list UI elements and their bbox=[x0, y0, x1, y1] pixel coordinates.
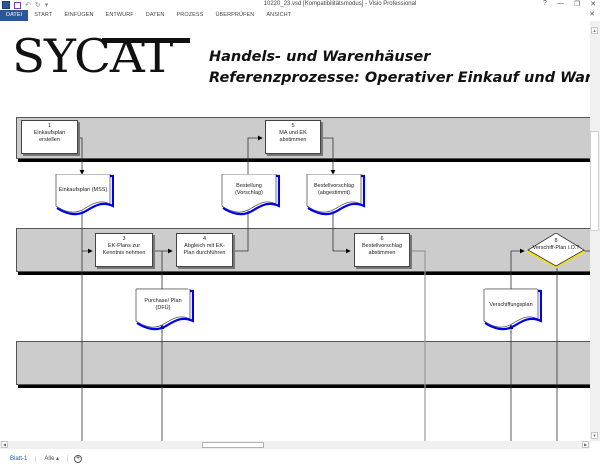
decision-number: 8 bbox=[554, 238, 558, 244]
connector-bestellvorschlag-to-6 bbox=[332, 211, 351, 254]
process-label: Kenntnis nehmen bbox=[102, 250, 146, 256]
decision-8[interactable]: 8 Verschiff-Plan i.O.? bbox=[524, 233, 588, 269]
process-label: EK-Plans zur bbox=[107, 243, 141, 249]
tab-start[interactable]: START bbox=[34, 12, 53, 18]
close-button[interactable]: ✕ bbox=[590, 1, 596, 8]
process-3[interactable]: 3 EK-Plans zur Kenntnis nehmen bbox=[95, 233, 153, 267]
document-label: (abgestimmt) bbox=[317, 190, 351, 196]
vertical-scrollbar[interactable]: ▲ ▼ bbox=[590, 21, 600, 441]
ribbon-tabs: DATEI START EINFÜGEN ENTWURF DATEN PROZE… bbox=[0, 10, 600, 21]
scroll-down-icon[interactable]: ▼ bbox=[591, 432, 598, 439]
document-bestellung[interactable]: Bestellung (Vorschlag) bbox=[220, 174, 280, 216]
process-4[interactable]: 4 Abgleich mit EK- Plan durchführen bbox=[176, 233, 233, 267]
document-label: (DFÜ) bbox=[155, 305, 171, 311]
document-purchase-plan[interactable]: Purchase/ Plan (DFÜ) bbox=[134, 289, 194, 331]
document-label: Purchase/ Plan bbox=[144, 298, 182, 304]
decision-diamond-icon bbox=[526, 233, 586, 268]
document-shape-icon bbox=[55, 174, 114, 216]
title-bar: ↶ ↻ ▾ 10220_23.vsd [Kompatibilitätsmodus… bbox=[0, 0, 600, 10]
process-5[interactable]: 5 MA und EK abstimmen bbox=[265, 120, 321, 154]
tab-prozess[interactable]: PROZESS bbox=[176, 12, 204, 18]
all-sheets-menu[interactable]: Alle ▴ bbox=[36, 455, 69, 462]
process-1[interactable]: 1 Einkaufsplan erstellen bbox=[21, 120, 78, 154]
document-label: Bestellung bbox=[236, 183, 262, 189]
save-icon[interactable] bbox=[14, 1, 21, 9]
document-verschiffungsplan[interactable]: Verschiffungsplan bbox=[482, 289, 542, 331]
sheet-tab-bar: Blatt-1 Alle ▴ + bbox=[0, 449, 600, 468]
tab-datei[interactable]: DATEI bbox=[0, 10, 29, 21]
process-label: abstimmen bbox=[368, 250, 396, 256]
restore-button[interactable]: ❐ bbox=[573, 1, 581, 8]
decision-label: Verschiff-Plan i.O.? bbox=[532, 245, 580, 251]
close-document-button[interactable]: ✕ bbox=[589, 11, 595, 18]
customize-toolbar-icon[interactable]: ▾ bbox=[44, 2, 49, 9]
connector-6-out bbox=[408, 250, 426, 441]
connector-1-to-einkaufsplan bbox=[78, 137, 85, 175]
process-number: 4 bbox=[202, 236, 207, 242]
process-label: MA und EK bbox=[279, 130, 307, 136]
tab-entwurf[interactable]: ENTWURF bbox=[105, 12, 134, 18]
connector-bestellung-to-5 bbox=[247, 135, 263, 177]
minimize-button[interactable]: — bbox=[556, 0, 564, 7]
scroll-up-icon[interactable]: ▲ bbox=[591, 27, 598, 34]
connector-verschiffung-to-8 bbox=[510, 248, 525, 306]
diagram-title-line1: Handels- und Warenhäuser bbox=[209, 49, 431, 65]
connector-lines bbox=[78, 135, 590, 441]
scroll-right-icon[interactable]: ▶ bbox=[582, 441, 589, 448]
vertical-scroll-thumb[interactable] bbox=[590, 131, 599, 231]
document-label: Einkaufsplan (MSS) bbox=[58, 187, 108, 193]
add-sheet-icon[interactable]: + bbox=[74, 454, 83, 463]
tab-daten[interactable]: DATEN bbox=[145, 12, 165, 18]
connector-4-to-bestellung bbox=[230, 200, 251, 252]
connector-5-to-bestellvorschlag bbox=[320, 137, 336, 175]
diagram-title-line2: Referenzprozesse: Operativer Einkauf und… bbox=[209, 70, 590, 86]
window-title: 10220_23.vsd [Kompatibilitätsmodus] - Vi… bbox=[263, 1, 417, 7]
horizontal-scroll-thumb[interactable] bbox=[202, 442, 264, 448]
document-shape-icon bbox=[221, 174, 280, 216]
logo-bar bbox=[102, 38, 190, 43]
tab-einfuegen[interactable]: EINFÜGEN bbox=[64, 12, 94, 18]
document-label: (Vorschlag) bbox=[235, 190, 263, 196]
tab-ueberpruefen[interactable]: ÜBERPRÜFEN bbox=[215, 12, 255, 18]
document-shape-icon bbox=[306, 174, 365, 216]
redo-icon[interactable]: ↻ bbox=[34, 2, 41, 9]
process-6[interactable]: 6 Bestellvorschlag abstimmen bbox=[354, 233, 410, 267]
process-number: 1 bbox=[47, 123, 52, 129]
document-bestellvorschlag[interactable]: Bestellvorschlag (abgestimmt) bbox=[305, 174, 365, 216]
process-number: 5 bbox=[291, 123, 295, 129]
horizontal-scrollbar[interactable]: ◀ ▶ bbox=[0, 441, 590, 449]
document-label: Bestellvorschlag bbox=[313, 183, 355, 189]
drawing-canvas[interactable]: SYCAT Handels- und Warenhäuser Referenzp… bbox=[0, 21, 590, 441]
sheet-tab-blatt-1[interactable]: Blatt-1 bbox=[0, 455, 37, 462]
swimlane-3[interactable] bbox=[16, 341, 590, 388]
process-number: 3 bbox=[122, 236, 126, 242]
document-shape-icon bbox=[135, 289, 194, 331]
quick-access-toolbar: ↶ ↻ ▾ bbox=[2, 0, 48, 10]
process-label: Einkaufsplan bbox=[33, 130, 66, 136]
process-label: abstimmen bbox=[279, 137, 307, 143]
visio-app-icon[interactable] bbox=[2, 1, 10, 9]
process-label: Bestellvorschlag bbox=[361, 243, 403, 249]
process-label: Abgleich mit EK- bbox=[184, 243, 225, 249]
document-einkaufsplan[interactable]: Einkaufsplan (MSS) bbox=[54, 174, 114, 216]
undo-icon[interactable]: ↶ bbox=[25, 2, 31, 9]
process-label: erstellen bbox=[39, 137, 60, 143]
help-button[interactable]: ? bbox=[542, 0, 547, 7]
tab-ansicht[interactable]: ANSICHT bbox=[266, 12, 292, 18]
scroll-left-icon[interactable]: ◀ bbox=[1, 441, 8, 448]
document-label: Verschiffungsplan bbox=[489, 302, 533, 308]
document-shape-icon bbox=[483, 289, 542, 331]
process-label: Plan durchführen bbox=[183, 250, 226, 256]
process-number: 6 bbox=[380, 236, 384, 242]
